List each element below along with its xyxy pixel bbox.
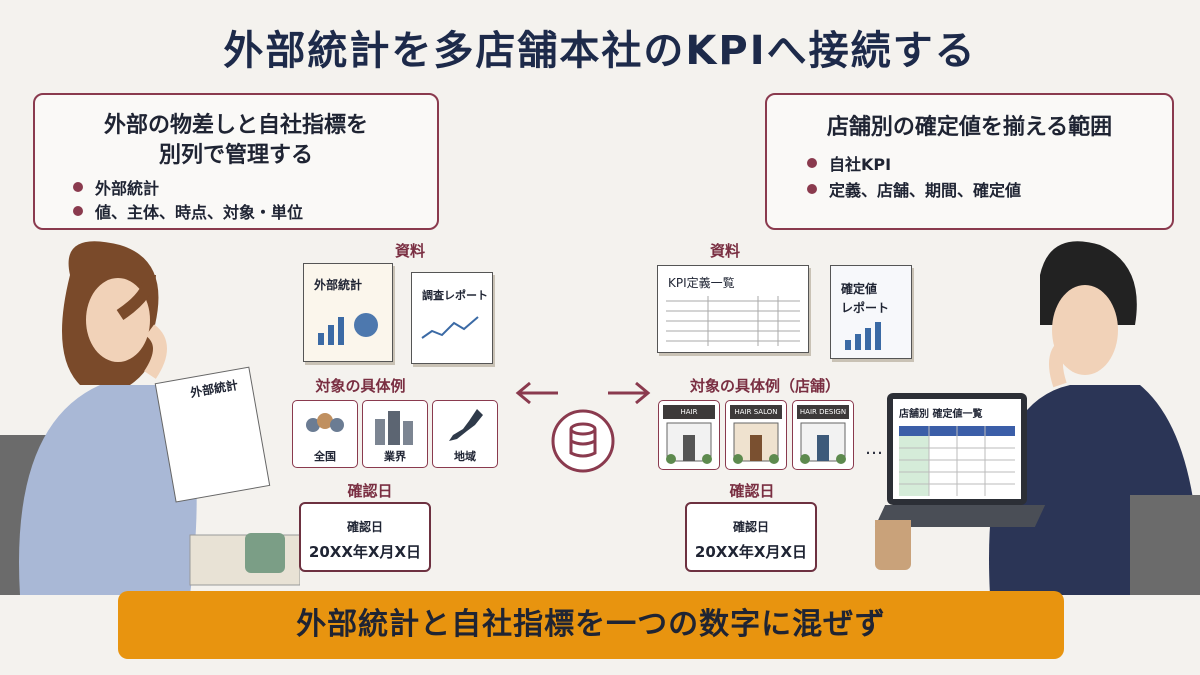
store-tile-hair-design: HAIR DESIGN [792,400,854,470]
laptop: 店舗別 確定値一覧 [887,393,1027,505]
right-box-bullet: 定義、店舗、期間、確定値 [807,177,1021,201]
bullet-dot-icon [807,184,817,194]
doc-title: KPI定義一覧 [668,276,735,290]
left-date-label: 確認日 [347,482,393,500]
storefront-icon [733,422,779,464]
example-tile-region: 地域 [432,400,498,468]
left-box-heading-line1: 外部の物差しと自社指標を [103,113,368,138]
coffee-cup-icon [875,520,911,570]
calendar-title: 確認日 [732,520,769,534]
kpi-definitions-document: KPI定義一覧 [657,265,809,353]
right-date-label: 確認日 [729,482,775,500]
bullet-dot-icon [73,206,83,216]
research-report-clipboard: 調査レポート [411,272,493,364]
spreadsheet-icon [899,426,1015,496]
table-grid-icon [666,296,800,346]
right-summary-box: 店舗別の確定値を揃える範囲 自社KPI 定義、店舗、期間、確定値 [765,93,1174,230]
laptop-screen: 店舗別 確定値一覧 [893,399,1021,499]
calendar-date: 20XX年X月X日 [694,543,808,561]
left-materials-label: 資料 [394,242,425,260]
people-icon [306,413,344,432]
storefront-icon [666,422,712,464]
mug-icon [245,533,285,573]
left-box-heading-line2: 別列で管理する [158,143,313,168]
bar-pie-chart-icon [318,313,378,345]
connection-graphic [515,381,651,473]
external-stats-document: 外部統計 [303,263,393,362]
page-title: 外部統計を多店舗本社のKPIへ接続する [223,28,977,74]
laptop-screen-title: 店舗別 確定値一覧 [899,409,983,420]
bottom-banner: 外部統計と自社指標を一つの数字に混ぜず [118,591,1064,659]
man-illustration [989,241,1200,595]
buildings-icon [375,411,413,445]
ellipsis: … [865,438,883,459]
left-box-bullet: 値、主体、時点、対象・単位 [73,199,303,223]
left-calendar: 確認日 20XX年X月X日 [299,502,431,572]
bar-chart-icon [845,322,881,350]
calendar-title: 確認日 [346,520,383,534]
confirmed-values-report: 確定値 レポート [830,265,912,359]
doc-title-line2: レポート [841,301,890,315]
right-box-bullet: 自社KPI [807,151,891,175]
calendar-date: 20XX年X月X日 [308,543,422,561]
right-examples-label: 対象の具体例（店舗） [689,377,840,395]
doc-title-line1: 確定値 [841,282,878,296]
left-box-bullet: 外部統計 [73,175,159,199]
left-arrow-icon [515,381,558,405]
right-arrow-icon [608,381,651,405]
woman-illustration [0,241,300,595]
japan-map-icon [449,409,483,441]
example-tile-industry: 業界 [362,400,428,468]
doc-title: 調査レポート [422,289,488,302]
left-summary-box: 外部の物差しと自社指標を 別列で管理する 外部統計 値、主体、時点、対象・単位 [33,93,439,230]
bullet-dot-icon [73,182,83,192]
bullet-dot-icon [807,158,817,168]
example-tile-national: 全国 [292,400,358,468]
store-tile-hair: HAIR [658,400,720,470]
right-calendar: 確認日 20XX年X月X日 [685,502,817,572]
doc-title: 外部統計 [314,278,363,292]
database-icon [551,409,615,473]
left-examples-label: 対象の具体例 [315,377,406,395]
right-materials-label: 資料 [709,242,740,260]
store-tile-hair-salon: HAIR SALON [725,400,787,470]
line-chart-icon [421,316,479,339]
storefront-icon [800,422,846,464]
right-box-heading: 店舗別の確定値を揃える範囲 [826,115,1113,140]
